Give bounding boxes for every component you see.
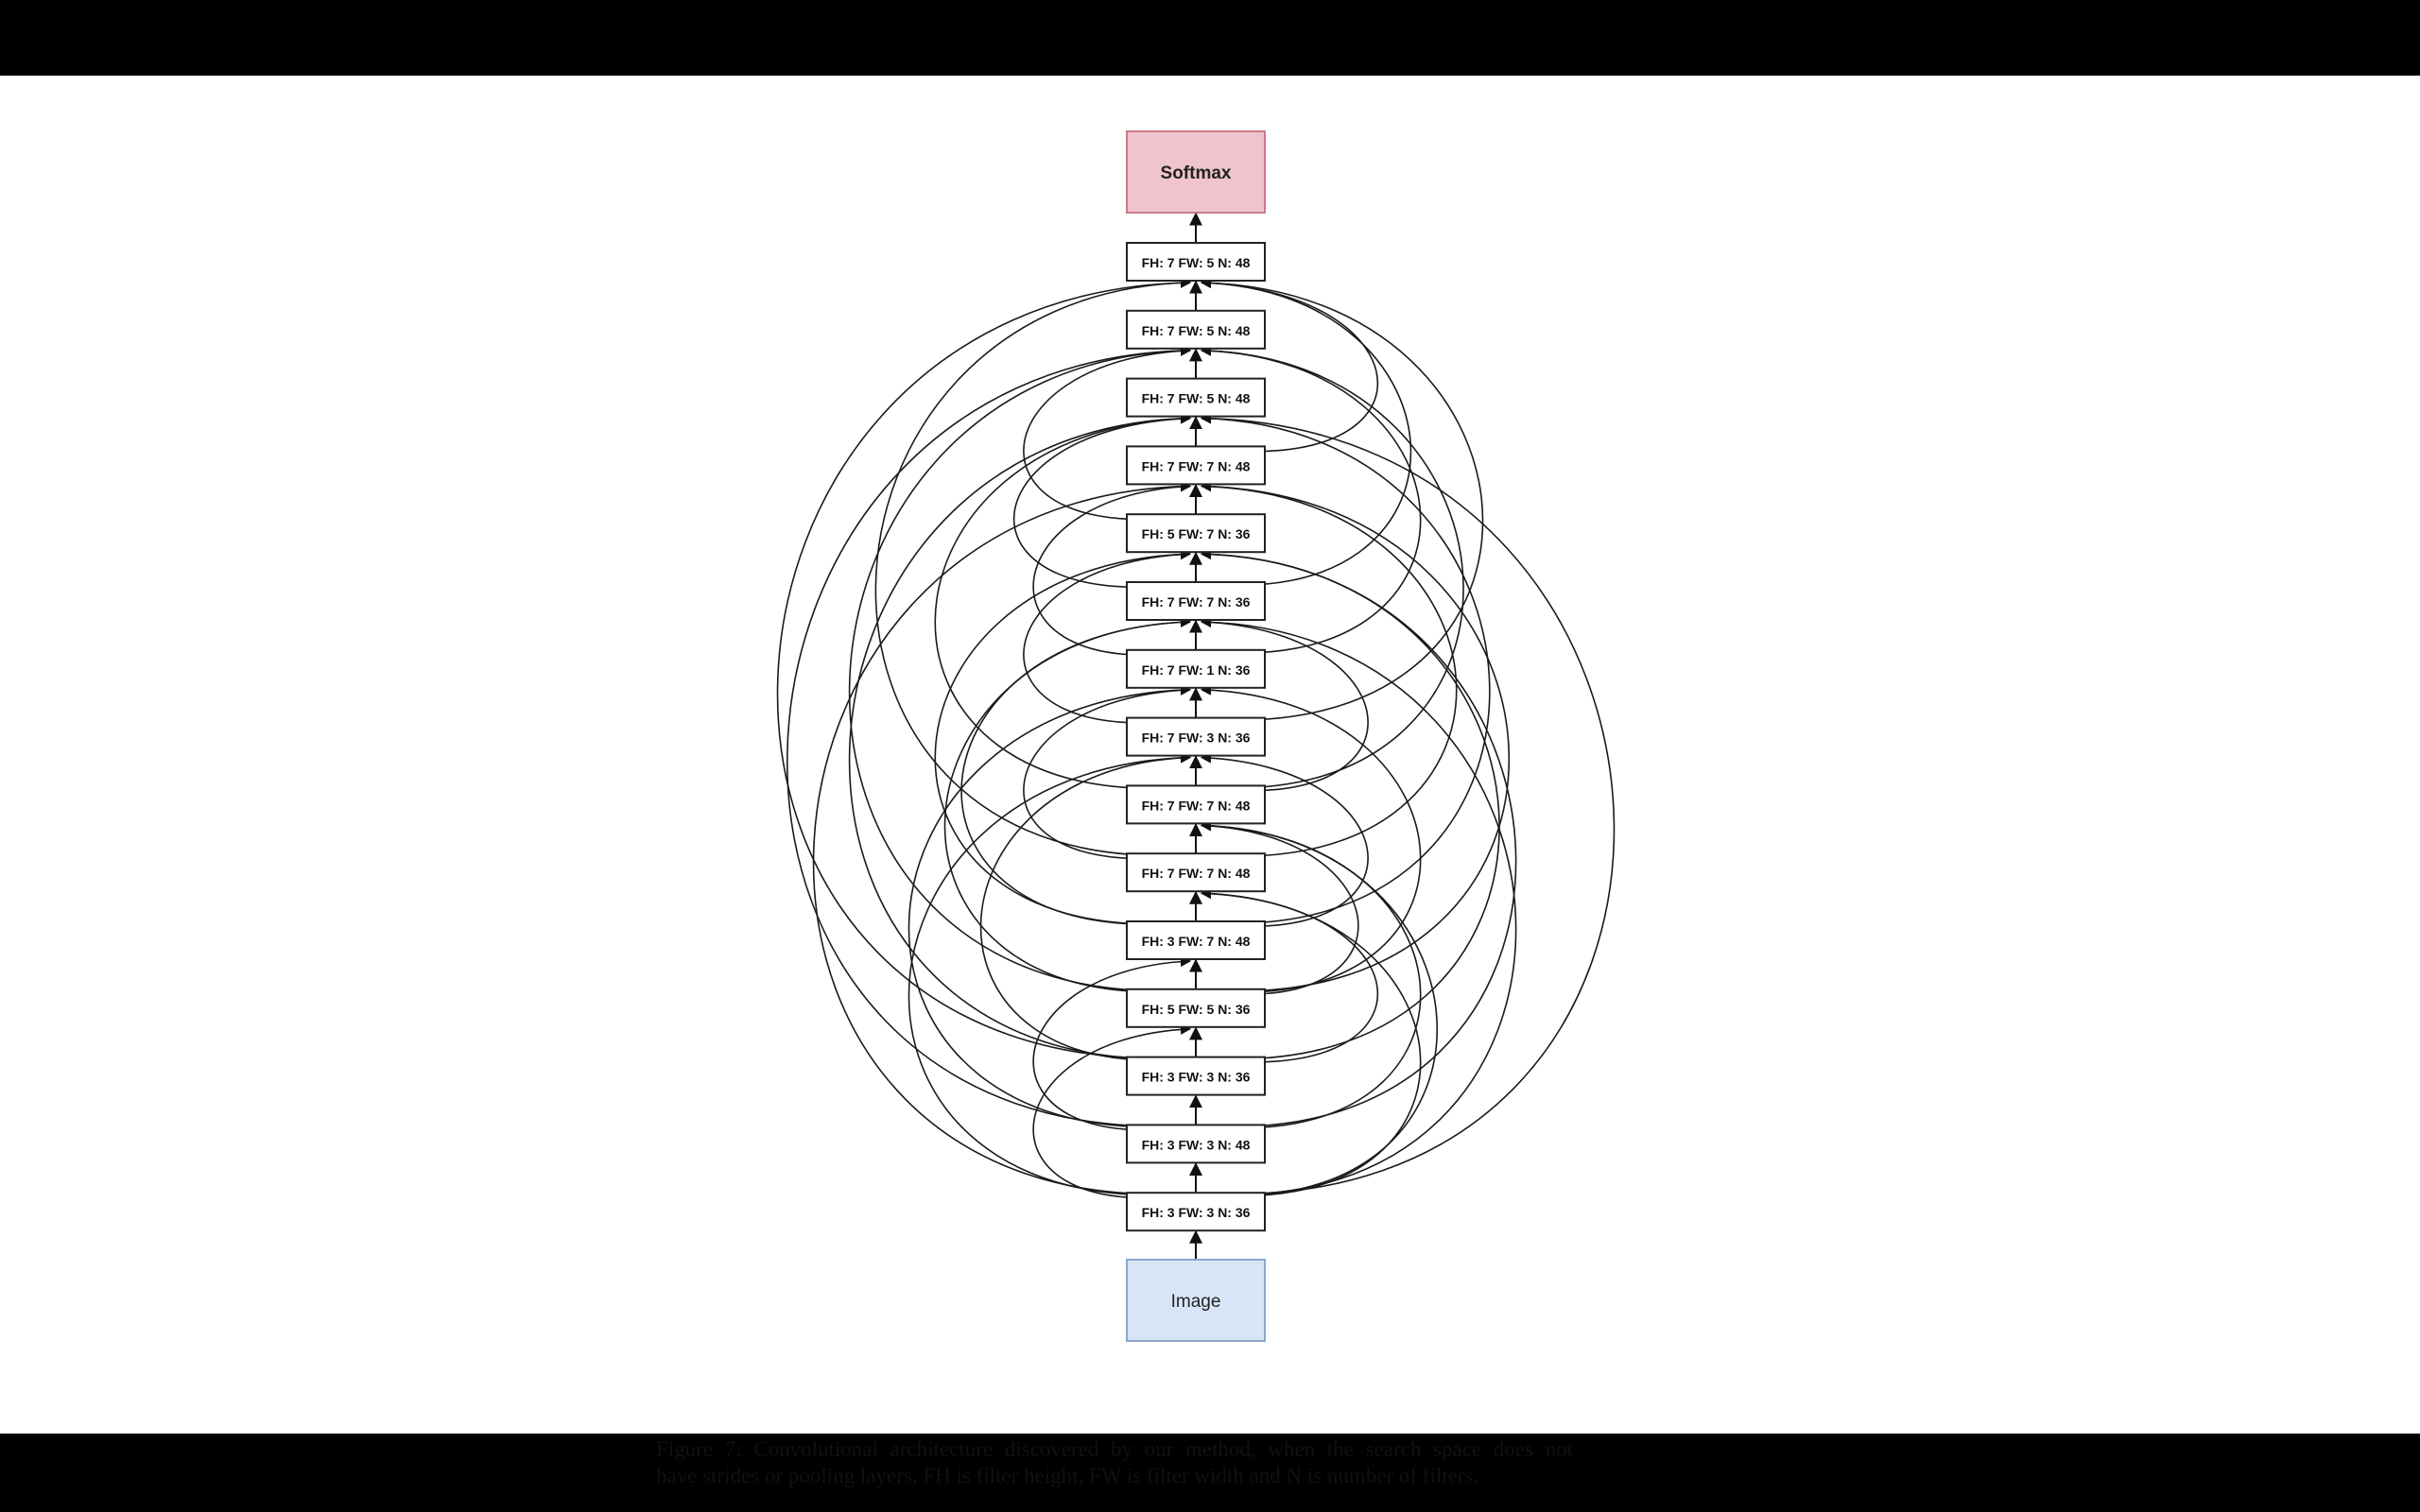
skip-connection-edge [1195,345,1464,789]
image-node [1126,1259,1266,1342]
skip-connection-edge [1013,413,1197,588]
conv-layer-label: FH: 3 FW: 3 N: 36 [1142,1070,1251,1085]
skip-connection-edge [1195,345,1422,654]
skip-connections [776,277,1616,1199]
conv-layer-node [1126,784,1266,825]
skip-connection-edge [1195,481,1511,992]
conv-layer-label: FH: 5 FW: 7 N: 36 [1142,526,1251,541]
image-label: Image [1171,1292,1221,1312]
skip-connection-edge [1032,955,1197,1131]
skip-connection-edge [1195,413,1616,1195]
conv-layer-node [1126,988,1266,1028]
skip-connection-edge [776,277,1197,1059]
conv-layer-node [1126,1192,1266,1232]
conv-layer-node [1126,852,1266,893]
skip-connection-edge [908,684,1197,1128]
skip-connection-edge [1195,277,1412,586]
conv-layer-node [1126,716,1266,757]
conv-layer-label: FH: 7 FW: 3 N: 36 [1142,730,1251,746]
skip-connection-edge [1195,413,1491,924]
skip-connection-edge [848,345,1197,992]
conv-layer-label: FH: 7 FW: 5 N: 48 [1142,255,1251,270]
skip-connection-edge [960,616,1197,925]
skip-connection-edge [1032,1023,1197,1199]
conv-layer-label: FH: 7 FW: 7 N: 48 [1142,458,1251,473]
softmax-label: Softmax [1161,163,1232,183]
softmax-node [1126,130,1266,214]
skip-connection-edge [1032,481,1197,656]
skip-connection-edge [1023,549,1197,724]
skip-connection-edge [1195,481,1458,857]
skip-connection-edge [1195,684,1422,993]
conv-layer-label: FH: 7 FW: 1 N: 36 [1142,662,1251,678]
skip-connection-edge [1195,277,1484,721]
skip-connection-edge [1195,277,1378,453]
conv-layer-label: FH: 7 FW: 5 N: 48 [1142,391,1251,406]
skip-connection-edge [1195,616,1369,792]
skip-connection-edge [1023,684,1197,860]
conv-layer-node [1126,1124,1266,1164]
skip-connection-edge [1195,888,1378,1063]
conv-layer-node [1126,648,1266,689]
skip-connection-edge [786,345,1197,1127]
conv-layer-node [1126,445,1266,486]
skip-connection-edge [1195,548,1517,1127]
conv-layer-node [1126,242,1266,282]
skip-connection-edge [1195,548,1500,1060]
caption-line-2: have strides or pooling layers. FH is fi… [656,1464,1479,1487]
conv-layer-node [1126,377,1266,418]
skip-connection-edge [848,413,1197,1060]
conv-layer-label: FH: 5 FW: 5 N: 36 [1142,1002,1251,1017]
conv-layer-node [1126,920,1266,960]
figure-caption: Figure 7: Convolutional architecture dis… [656,1436,1573,1489]
caption-line-1: Figure 7: Convolutional architecture dis… [656,1437,1573,1461]
conv-layer-label: FH: 7 FW: 7 N: 48 [1142,866,1251,881]
skip-connection-edge [812,481,1197,1195]
skip-connection-edge [1195,820,1439,1196]
skip-connection-edge [874,277,1197,856]
conv-layer-node [1126,581,1266,621]
skip-connection-edge [1195,752,1369,927]
skip-connection-edge [934,413,1197,789]
conv-layer-label: FH: 3 FW: 3 N: 48 [1142,1137,1251,1152]
conv-layer-label: FH: 7 FW: 7 N: 36 [1142,594,1251,610]
conv-layer-node [1126,513,1266,554]
conv-layer-label: FH: 7 FW: 5 N: 48 [1142,323,1251,338]
skip-connection-edge [908,752,1197,1196]
skip-connection-edge [1023,345,1197,521]
conv-layer-label: FH: 3 FW: 3 N: 36 [1142,1205,1251,1220]
skip-connection-edge [1195,616,1517,1195]
conv-layer-label: FH: 3 FW: 7 N: 48 [1142,934,1251,949]
skip-connection-edge [1195,820,1359,995]
conv-layer-node [1126,309,1266,350]
conv-layer-label: FH: 7 FW: 7 N: 48 [1142,798,1251,813]
conv-layer-node [1126,1056,1266,1096]
